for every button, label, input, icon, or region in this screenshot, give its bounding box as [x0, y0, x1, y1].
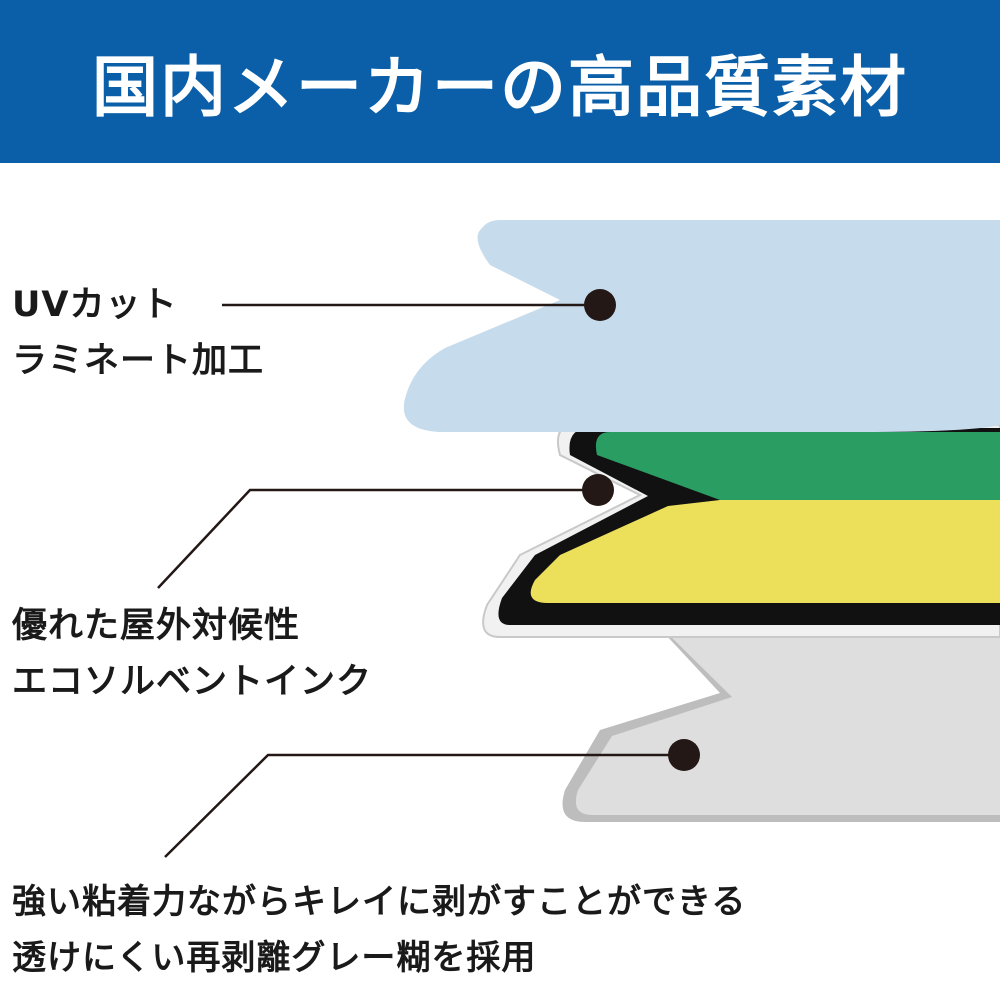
- page-title: 国内メーカーの高品質素材: [92, 48, 908, 126]
- ink-layer: [482, 424, 1000, 638]
- laminate-label-line-2: ラミネート加工: [12, 341, 265, 381]
- leader-lines: [157, 303, 684, 858]
- ink-label: 優れた屋外対候性 エコソルベントインク: [12, 598, 372, 710]
- laminate-label: UVカット ラミネート加工: [12, 277, 264, 389]
- laminate-layer: [403, 220, 1000, 432]
- ink-leader-line: [157, 488, 598, 589]
- adhesive-label-line-1: 強い粘着力ながらキレイに剥がすことができる: [12, 882, 747, 922]
- header-banner: 国内メーカーの高品質素材: [0, 0, 1000, 163]
- ink-marker-dot: [582, 474, 614, 506]
- laminate-marker-dot: [584, 289, 616, 321]
- adhesive-label: 強い粘着力ながらキレイに剥がすことができる 透けにくい再剥離グレー糊を採用: [12, 874, 746, 986]
- laminate-label-line-1: UVカット: [12, 285, 178, 325]
- ink-label-line-1: 優れた屋外対候性: [12, 606, 301, 646]
- adhesive-marker-dot: [668, 739, 700, 771]
- adhesive-leader-line: [164, 753, 684, 858]
- ink-label-line-2: エコソルベントインク: [12, 662, 373, 702]
- adhesive-layer: [562, 620, 1000, 822]
- adhesive-label-line-2: 透けにくい再剥離グレー糊を採用: [12, 938, 537, 978]
